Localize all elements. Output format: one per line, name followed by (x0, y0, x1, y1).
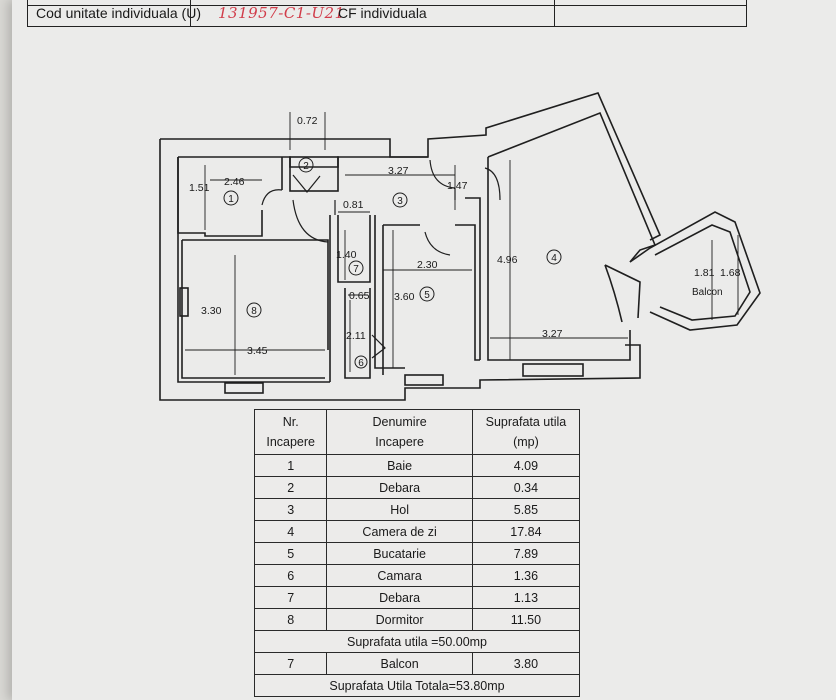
row-nr: 7 (253, 586, 328, 609)
room-markers (223, 157, 562, 369)
room-number: 1 (228, 194, 234, 205)
table-header-row: Nr. Incapere Denumire Incapere Suprafata… (253, 409, 581, 455)
dim-label: 3.45 (247, 345, 268, 357)
header-suprafata: Suprafata utila (mp) (471, 409, 581, 455)
row-name: Bucatarie (326, 542, 473, 565)
row-name: Baie (326, 454, 473, 477)
row-area: 1.36 (471, 564, 581, 587)
row-name: Camera de zi (326, 520, 473, 543)
dim-label: 0.65 (349, 290, 370, 302)
room-number: 3 (397, 196, 403, 207)
dim-label: 1.51 (189, 182, 210, 194)
header-divider (554, 0, 555, 26)
dim-label: 3.60 (394, 291, 415, 303)
door-swings (261, 159, 501, 359)
dim-label: 1.47 (447, 180, 468, 192)
dim-label: 3.27 (542, 328, 563, 340)
dim-label: 4.96 (497, 254, 518, 266)
row-nr: 8 (253, 608, 328, 631)
dim-label: 2.46 (224, 176, 245, 188)
header-denumire: Denumire Incapere (326, 409, 473, 455)
dim-label: 3.30 (201, 305, 222, 317)
header-denumire-line1: Denumire (372, 415, 427, 429)
row-nr: 4 (253, 520, 328, 543)
header-divider (190, 0, 191, 26)
room-number: 5 (424, 290, 430, 301)
row-name: Debara (326, 476, 473, 499)
row-nr: 5 (253, 542, 328, 565)
dim-label: 0.81 (343, 199, 364, 211)
room-number: 7 (353, 264, 359, 275)
dim-label: 1.81 (694, 267, 715, 279)
room-number: 6 (358, 358, 364, 369)
plan-walls (159, 92, 761, 401)
dim-label: 1.68 (720, 267, 741, 279)
floor-plan: 0.72 3.27 2.46 1.51 1.47 0.81 1.40 2.30 … (159, 92, 761, 401)
row-name: Debara (326, 586, 473, 609)
row-area: 11.50 (471, 608, 581, 631)
row-area: 5.85 (471, 498, 581, 521)
row-area: 0.34 (471, 476, 581, 499)
dim-label: 3.27 (388, 165, 409, 177)
header-nr-line1: Nr. (282, 415, 299, 429)
row-nr: 1 (253, 454, 328, 477)
row-name: Hol (326, 498, 473, 521)
row-area: 7.89 (471, 542, 581, 565)
header-nr-line2: Incapere (266, 435, 315, 449)
header-top-rule (27, 5, 747, 6)
cf-individuala-label: CF individuala (338, 5, 427, 21)
subtotal-cell: Suprafata utila =50.00mp (254, 630, 580, 653)
row-name: Camara (326, 564, 473, 587)
dim-label: 2.30 (417, 259, 438, 271)
cod-unitate-label: Cod unitate individuala (U) (36, 5, 201, 21)
cod-unitate-handwritten-value: 131957-C1-U21 (218, 4, 345, 22)
total-row: Suprafata Utila Totala=53.80mp (254, 674, 580, 697)
subtotal-row: Suprafata utila =50.00mp (254, 630, 580, 653)
header-nr: Nr. Incapere (253, 409, 328, 455)
room-number: 4 (551, 253, 557, 264)
total-cell: Suprafata Utila Totala=53.80mp (254, 674, 580, 697)
row-nr: 2 (253, 476, 328, 499)
row-area: 17.84 (471, 520, 581, 543)
row-name: Balcon (326, 652, 473, 675)
header-suprafata-line1: Suprafata utila (485, 415, 567, 429)
room-number: 2 (303, 161, 309, 172)
row-area: 4.09 (471, 454, 581, 477)
header-suprafata-unit: (mp) (513, 435, 539, 449)
row-nr: 7 (253, 652, 328, 675)
dimension-labels: 0.72 3.27 2.46 1.51 1.47 0.81 1.40 2.30 … (189, 115, 741, 357)
row-area: 1.13 (471, 586, 581, 609)
row-nr: 3 (253, 498, 328, 521)
header-denumire-line2: Incapere (375, 435, 424, 449)
header-table: Cod unitate individuala (U) 131957-C1-U2… (27, 0, 747, 27)
dim-label: 1.40 (336, 249, 357, 261)
dim-label: 0.72 (297, 115, 318, 127)
room-number: 8 (251, 306, 257, 317)
row-nr: 6 (253, 564, 328, 587)
dimension-lines (185, 112, 739, 375)
balcon-plan-label: Balcon (692, 287, 723, 298)
row-area: 3.80 (471, 652, 581, 675)
row-name: Dormitor (326, 608, 473, 631)
room-numbers: 1 2 3 4 5 6 7 8 (228, 161, 557, 369)
rooms-table: Nr. Incapere Denumire Incapere Suprafata… (253, 409, 581, 697)
dim-label: 2.11 (346, 330, 366, 342)
